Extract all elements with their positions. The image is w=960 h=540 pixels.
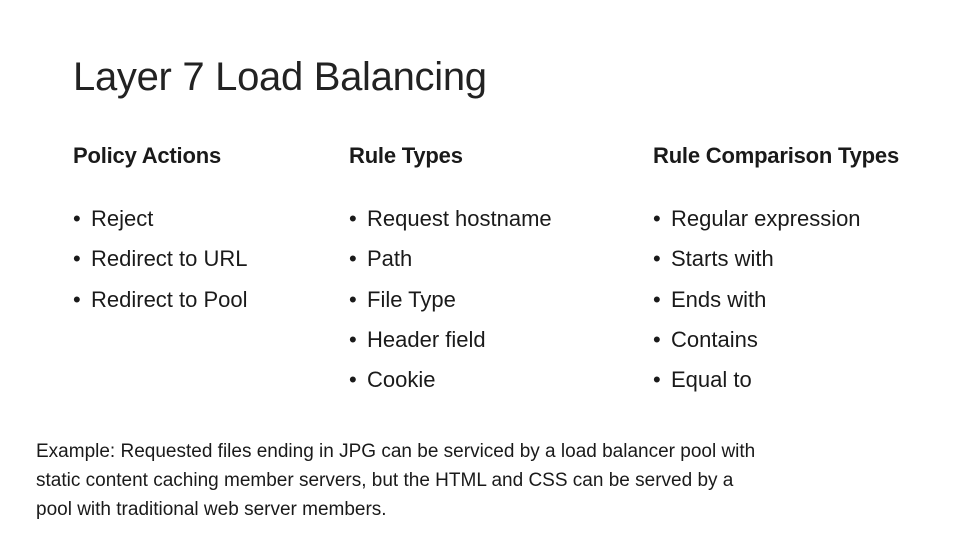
bullet-icon: •: [349, 206, 357, 231]
bullet-list: • Request hostname • Path • File Type • Head…: [349, 199, 639, 400]
list-item-label: Request hostname: [367, 206, 552, 231]
list-item: • Starts with: [653, 239, 953, 279]
column-heading: Rule Comparison Types: [653, 143, 899, 168]
bullet-icon: •: [653, 326, 661, 352]
column-heading: Rule Types: [349, 143, 463, 168]
bullet-icon: •: [653, 206, 661, 231]
bullet-icon: •: [653, 246, 661, 272]
list-item-label: Starts with: [671, 246, 774, 272]
list-item: • Ends with: [653, 280, 953, 320]
bullet-list: • Reject • Redirect to URL • Redirect to Po…: [73, 199, 333, 320]
bullet-icon: •: [653, 367, 661, 393]
column-policy-actions: Policy Actions • Reject • Redirect to URL …: [73, 140, 333, 320]
list-item: • Contains: [653, 320, 953, 360]
list-item-label: File Type: [367, 286, 456, 312]
list-item: • Reject: [73, 199, 333, 239]
list-item-label: Ends with: [671, 286, 767, 312]
bullet-list: • Regular expression • Starts with • Ends w…: [653, 199, 953, 400]
list-item-label: Reject: [91, 206, 154, 231]
list-item-label: Equal to: [671, 367, 752, 393]
list-item-label: Path: [367, 246, 413, 272]
bullet-icon: •: [73, 246, 81, 272]
list-item-label: Redirect to Pool: [91, 286, 248, 312]
bullet-icon: •: [349, 246, 357, 272]
column-rule-types: Rule Types • Request hostname • Path • File…: [349, 140, 639, 400]
list-item-label: Redirect to URL: [91, 246, 248, 272]
bullet-icon: •: [73, 286, 81, 312]
list-item: • Request hostname: [349, 199, 639, 239]
column-heading: Policy Actions: [73, 143, 221, 168]
list-item: • Regular expression: [653, 199, 953, 239]
bullet-icon: •: [73, 206, 81, 231]
list-item-label: Cookie: [367, 367, 436, 393]
list-item-label: Header field: [367, 326, 486, 352]
list-item: • File Type: [349, 280, 639, 320]
list-item-label: Regular expression: [671, 206, 861, 231]
list-item: • Equal to: [653, 360, 953, 400]
bullet-icon: •: [349, 326, 357, 352]
list-item: • Cookie: [349, 360, 639, 400]
example-line: static content caching member servers, b…: [36, 470, 734, 491]
bullet-icon: •: [349, 367, 357, 393]
column-rule-comparison-types: Rule Comparison Types • Regular expressio…: [653, 140, 953, 400]
list-item: • Path: [349, 239, 639, 279]
bullet-icon: •: [653, 286, 661, 312]
example-line: Example: Requested files ending in JPG c…: [36, 441, 756, 462]
example-line: pool with traditional web server members…: [36, 499, 387, 520]
list-item: • Redirect to URL: [73, 239, 333, 279]
list-item-label: Contains: [671, 326, 758, 352]
slide-title: Layer 7 Load Balancing: [73, 55, 487, 99]
list-item: • Redirect to Pool: [73, 280, 333, 320]
example-paragraph: Example: Requested files ending in JPG c…: [36, 437, 876, 524]
list-item: • Header field: [349, 320, 639, 360]
bullet-icon: •: [349, 286, 357, 312]
